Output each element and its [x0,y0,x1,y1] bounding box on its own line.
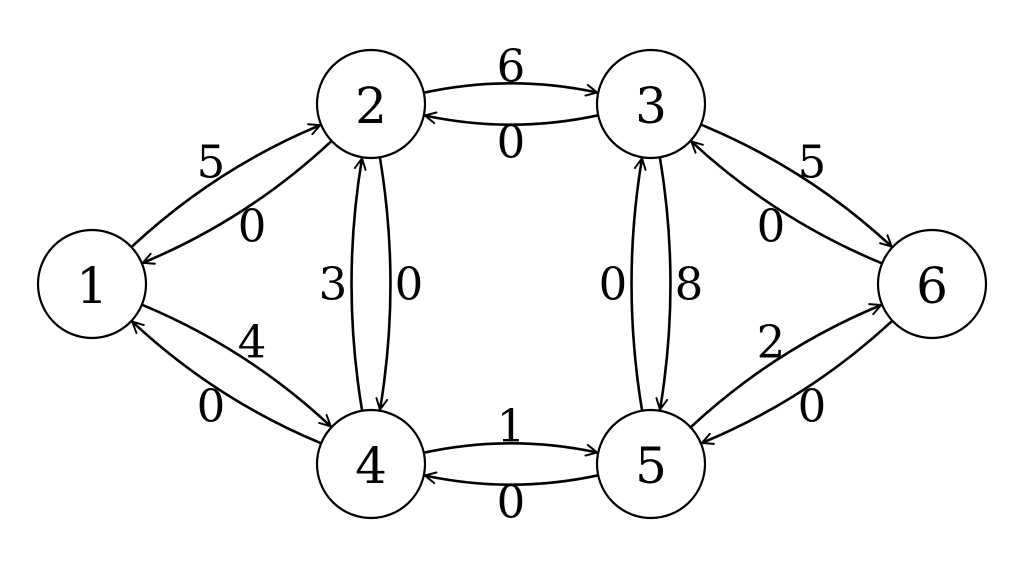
edge-label-3-to-2: 0 [497,116,526,169]
edge-3-to-6 [700,123,893,248]
node-3: 3 [595,48,707,160]
edge-2-to-4 [375,157,392,411]
edge-label-2-to-4: 0 [395,258,424,311]
edge-label-6-to-3: 0 [757,200,786,253]
edge-label-4-to-1: 0 [197,379,226,432]
node-3-circle [595,48,707,160]
edge-5-to-3 [630,157,647,411]
node-5-label: 5 [635,437,667,495]
edge-label-4-to-5: 1 [497,400,526,453]
edge-label-4-to-2: 3 [319,258,348,311]
edge-1-to-2 [130,123,322,249]
node-3-label: 3 [635,77,667,135]
node-4: 4 [315,408,427,520]
edge-label-3-to-5: 8 [675,258,704,311]
edge-3-to-5 [655,157,672,411]
edge-6-to-5 [700,319,894,445]
node-5: 5 [595,408,707,520]
edge-4-to-1 [131,320,322,445]
edge-2-to-3 [423,82,599,97]
edge-label-2-to-3: 6 [497,40,526,93]
edge-1-to-4 [141,303,332,428]
edge-label-5-to-6: 2 [757,316,786,369]
node-5-circle [595,408,707,520]
edge-4-to-2 [350,157,367,411]
edge-2-to-1 [141,139,333,265]
edge-5-to-4 [423,471,599,486]
node-2-circle [315,48,427,160]
edge-label-3-to-6: 5 [798,136,827,189]
node-1-circle [36,228,148,340]
node-6: 6 [876,228,988,340]
edge-label-1-to-4: 4 [238,316,267,369]
node-1: 1 [36,228,148,340]
edge-3-to-2 [423,111,599,126]
edge-4-to-5 [423,442,599,457]
node-4-label: 4 [355,437,387,495]
edge-label-1-to-2: 5 [197,136,226,189]
node-2-label: 2 [355,77,387,135]
edge-label-6-to-5: 0 [798,380,827,433]
edge-5-to-6 [689,303,883,429]
edge-label-5-to-3: 0 [599,258,628,311]
node-1-label: 1 [76,257,108,315]
node-6-circle [876,228,988,340]
node-2: 2 [315,48,427,160]
node-6-label: 6 [916,257,948,315]
edge-label-5-to-4: 0 [497,476,526,529]
edge-label-2-to-1: 0 [238,199,267,252]
edge-6-to-3 [690,140,883,265]
node-4-circle [315,408,427,520]
